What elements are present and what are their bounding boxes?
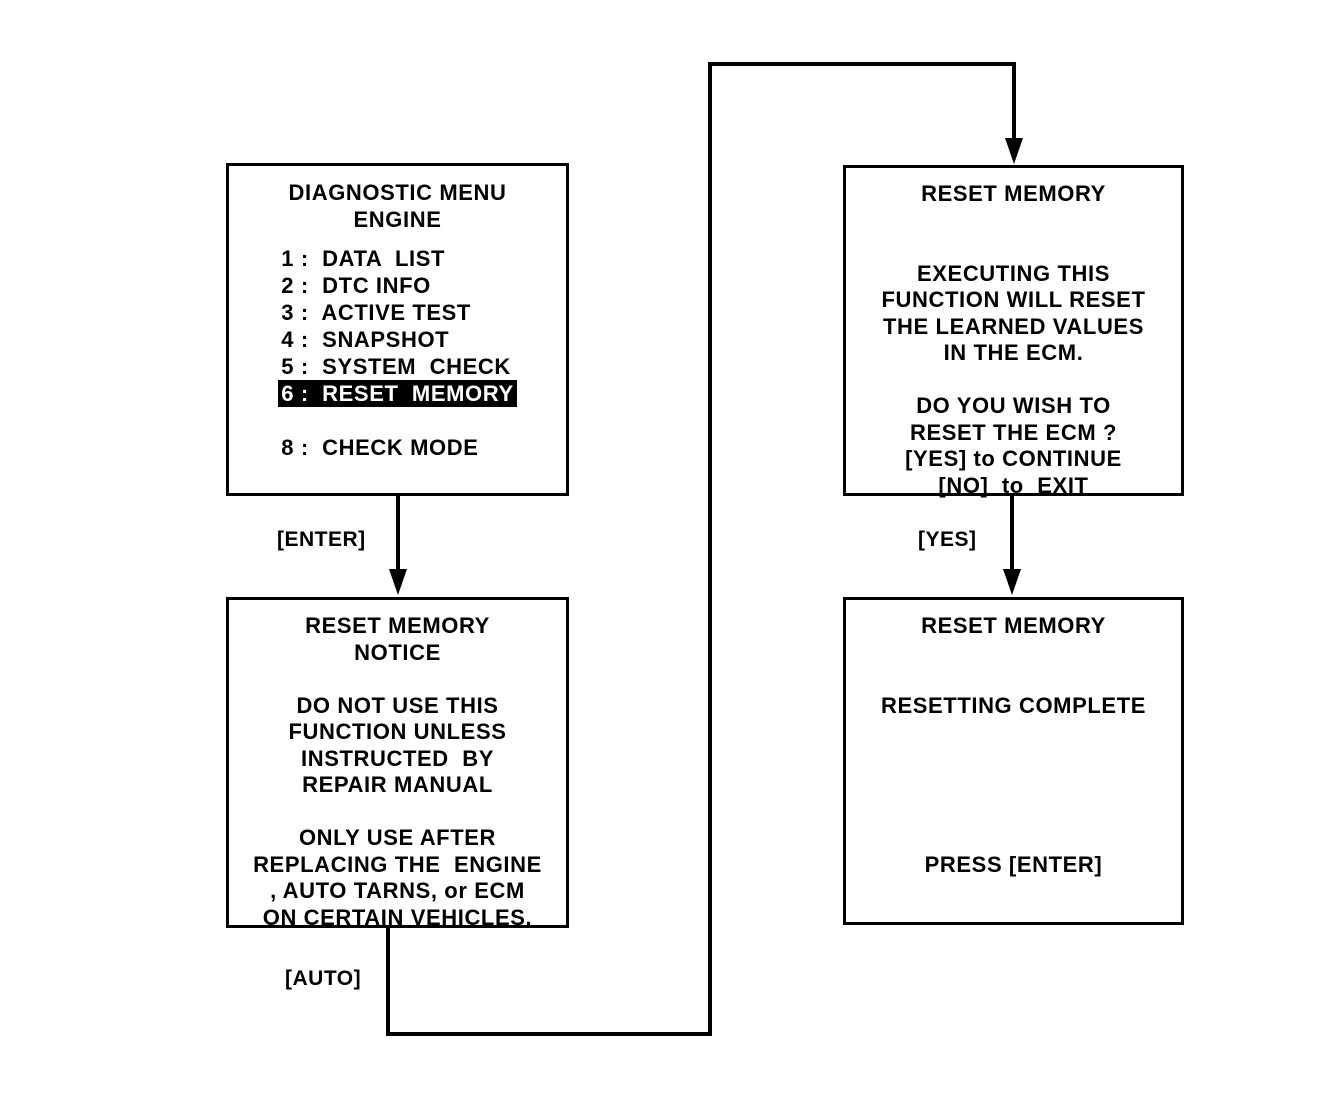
- notice-gap-1: [229, 666, 566, 693]
- menu-item-reset-memory-selected[interactable]: 6 : RESET MEMORY: [278, 380, 517, 407]
- complete-gap-5: [846, 772, 1181, 799]
- connector-notice-down: [386, 928, 390, 1036]
- connector-menu-to-notice: [396, 495, 400, 569]
- complete-status-line: RESETTING COMPLETE: [880, 692, 1147, 718]
- connector-label-auto: [AUTO]: [285, 967, 362, 990]
- connector-label-yes: [YES]: [918, 528, 977, 551]
- menu-item-data-list[interactable]: 1 : DATA LIST: [281, 246, 446, 271]
- confirm-question-line-2: RESET THE ECM ?: [909, 419, 1117, 445]
- notice-body-line-2: FUNCTION UNLESS: [288, 719, 507, 744]
- arrow-confirm-to-complete: [1003, 569, 1021, 595]
- complete-title-line-1: RESET MEMORY: [921, 613, 1106, 638]
- diagnostic-menu-title-line-1: DIAGNOSTIC MENU: [288, 180, 507, 205]
- complete-gap-6: [846, 799, 1181, 826]
- confirm-gap-1: [846, 208, 1181, 235]
- menu-item-active-test[interactable]: 3 : ACTIVE TEST: [281, 300, 471, 325]
- confirm-yes-option[interactable]: [YES] to CONTINUE: [905, 446, 1122, 471]
- confirm-question-line-1: DO YOU WISH TO: [916, 393, 1111, 418]
- confirm-title-line-1: RESET MEMORY: [921, 181, 1106, 206]
- confirm-body-line-3: THE LEARNED VALUES: [883, 313, 1144, 339]
- menu-item-snapshot[interactable]: 4 : SNAPSHOT: [281, 327, 450, 352]
- complete-gap-1: [846, 640, 1181, 667]
- arrow-into-confirm: [1005, 138, 1023, 164]
- notice-body-line-5: ONLY USE AFTER: [298, 825, 497, 850]
- diagnostic-menu-list[interactable]: 1 : DATA LIST 2 : DTC INFO 3 : ACTIVE TE…: [278, 245, 517, 461]
- notice-title-line-2: NOTICE: [354, 639, 441, 665]
- menu-item-system-check[interactable]: 5 : SYSTEM CHECK: [281, 354, 511, 379]
- connector-label-enter: [ENTER]: [277, 528, 366, 551]
- screen-reset-memory-confirm[interactable]: RESET MEMORY EXECUTING THIS FUNCTION WIL…: [843, 165, 1184, 498]
- confirm-gap-2: [846, 234, 1181, 261]
- notice-title-line-1: RESET MEMORY: [305, 613, 490, 638]
- notice-body-line-7: , AUTO TARNS, or ECM: [270, 878, 525, 903]
- complete-gap-2: [846, 666, 1181, 693]
- screen-diagnostic-menu[interactable]: DIAGNOSTIC MENU ENGINE 1 : DATA LIST 2 :…: [226, 163, 569, 496]
- connector-confirm-to-complete: [1010, 496, 1014, 569]
- arrow-menu-to-notice: [389, 569, 407, 595]
- notice-gap-2: [229, 799, 566, 826]
- confirm-body-line-1: EXECUTING THIS: [917, 260, 1110, 286]
- complete-prompt-line[interactable]: PRESS [ENTER]: [924, 851, 1103, 877]
- confirm-body-line-4: IN THE ECM.: [943, 340, 1084, 365]
- notice-body-line-3: INSTRUCTED BY: [301, 745, 494, 771]
- confirm-gap-3: [846, 367, 1181, 394]
- screen-reset-memory-notice[interactable]: RESET MEMORY NOTICE DO NOT USE THIS FUNC…: [226, 597, 569, 930]
- confirm-no-option[interactable]: [NO] to EXIT: [938, 472, 1089, 498]
- connector-bottom-run: [386, 1032, 712, 1036]
- connector-into-confirm: [1012, 62, 1016, 142]
- complete-gap-7: [846, 825, 1181, 852]
- menu-item-dtc-info[interactable]: 2 : DTC INFO: [281, 273, 431, 298]
- complete-gap-4: [846, 746, 1181, 773]
- notice-body-line-4: REPAIR MANUAL: [302, 772, 493, 797]
- menu-list-spacer: [278, 407, 516, 434]
- notice-body-line-1: DO NOT USE THIS: [296, 692, 499, 718]
- complete-gap-3: [846, 719, 1181, 746]
- connector-top-run: [708, 62, 1016, 66]
- screen-reset-memory-complete[interactable]: RESET MEMORY RESETTING COMPLETE PRESS [E…: [843, 597, 1184, 925]
- notice-body-line-6: REPLACING THE ENGINE: [253, 851, 542, 877]
- notice-body-line-8: ON CERTAIN VEHICLES.: [262, 904, 533, 930]
- connector-right-riser: [708, 62, 712, 1036]
- menu-item-check-mode[interactable]: 8 : CHECK MODE: [281, 435, 479, 460]
- diagnostic-menu-title-line-2: ENGINE: [353, 206, 442, 232]
- confirm-body-line-2: FUNCTION WILL RESET: [881, 287, 1146, 312]
